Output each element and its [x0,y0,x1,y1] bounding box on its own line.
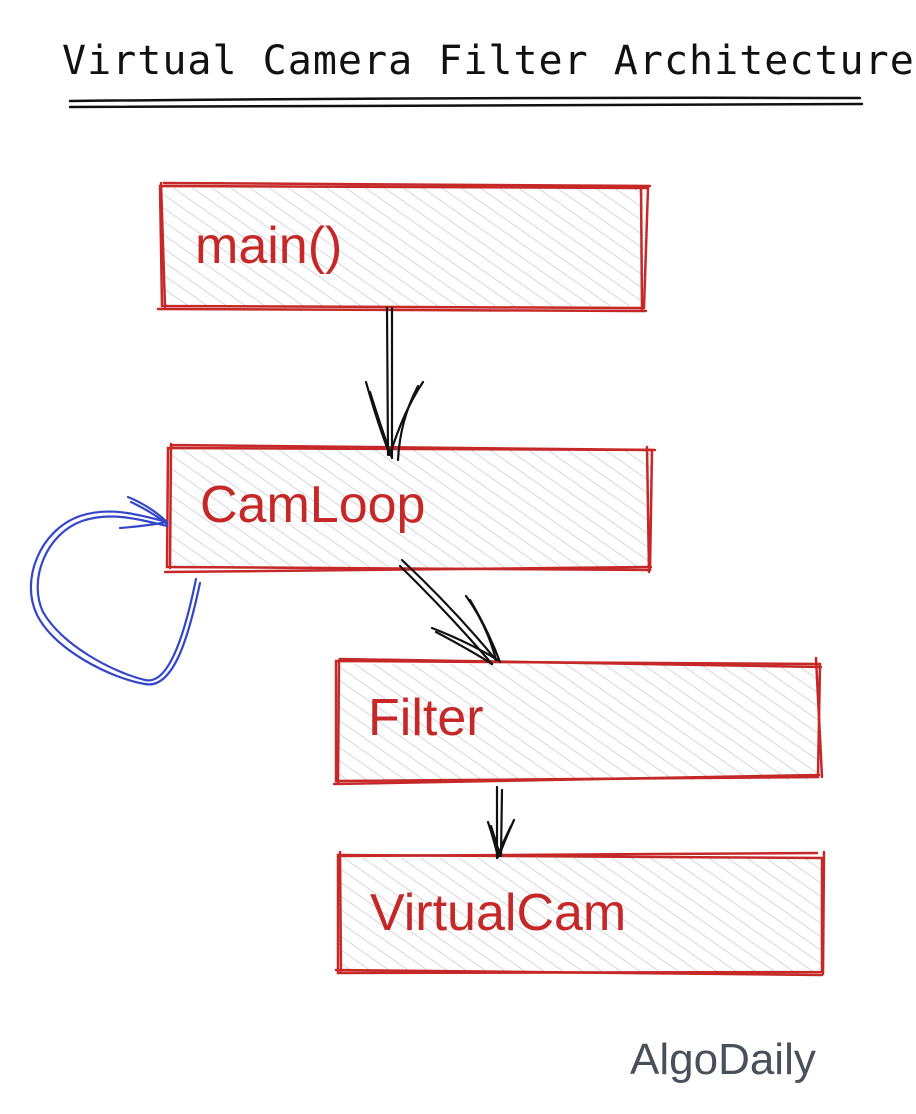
watermark-label: AlgoDaily [630,1035,816,1084]
arrow-camloop-self-loop [29,495,202,686]
diagram-title: Virtual Camera Filter Architecture [62,38,915,84]
arrow-camloop-to-filter [398,558,502,666]
title-underline [68,96,864,109]
node-virtualcam: VirtualCam [334,850,826,977]
node-filter: Filter [332,656,824,786]
node-label-main: main() [195,217,342,275]
arrow-filter-to-virtualcam [486,785,516,860]
node-label-filter: Filter [368,689,484,747]
node-camloop: CamLoop [163,442,657,574]
arrow-main-to-camloop [364,306,425,462]
node-main: main() [156,181,652,313]
node-label-camloop: CamLoop [200,476,425,534]
node-label-virtualcam: VirtualCam [370,884,626,942]
